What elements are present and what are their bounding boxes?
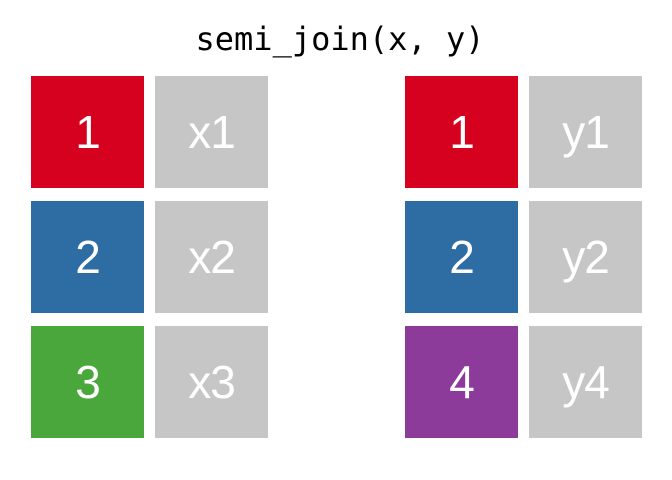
table-y-row3-value-cell: y4 [529,326,642,438]
table-y-row1-key-cell: 1 [405,76,518,188]
table-y-row2-key-cell: 2 [405,201,518,313]
table-y-row3-key-cell: 4 [405,326,518,438]
table-x-row3-key-cell: 3 [31,326,144,438]
table-x-row1-value-cell: x1 [155,76,268,188]
table-y-row2-value-cell: y2 [529,201,642,313]
table-y: 1 y1 2 y2 4 y4 [405,76,642,438]
table-x: 1 x1 2 x2 3 x3 [31,76,268,438]
table-x-row3-value-cell: x3 [155,326,268,438]
table-x-row2-value-cell: x2 [155,201,268,313]
table-x-row2-key-cell: 2 [31,201,144,313]
table-x-row1-key-cell: 1 [31,76,144,188]
diagram-title: semi_join(x, y) [195,20,485,58]
table-y-row1-value-cell: y1 [529,76,642,188]
